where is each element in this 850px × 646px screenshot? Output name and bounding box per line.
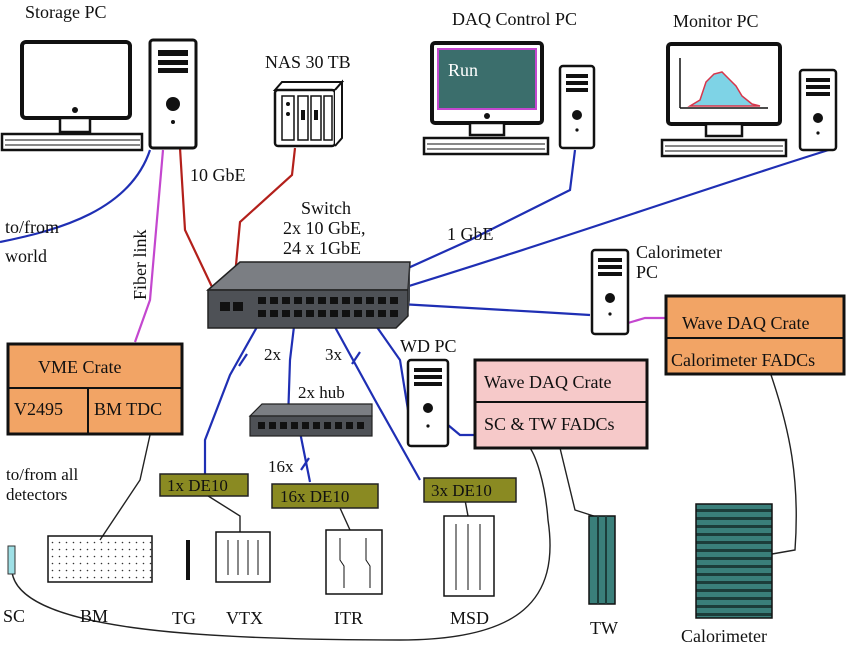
calo-pc-cable xyxy=(399,302,591,317)
calorimeter-detector xyxy=(695,503,773,619)
wave-tw-cable xyxy=(559,447,601,519)
to-from-all-2: detectors xyxy=(6,485,67,504)
switch-label-3: 24 x 1GbE xyxy=(283,238,361,258)
de10-16x-label: 16x DE10 xyxy=(280,487,349,506)
de10-boards: 1x DE10 16x DE10 3x DE10 xyxy=(159,473,517,509)
slash-16x xyxy=(300,457,310,471)
wdpc-wave-cable xyxy=(447,424,475,437)
label-16x: 16x xyxy=(268,457,294,476)
storage-pc-label: Storage PC xyxy=(25,2,107,22)
vme-v2495: V2495 xyxy=(14,399,63,419)
to-from-all-1: to/from all xyxy=(6,465,79,484)
calo-pc-label-1: Calorimeter xyxy=(636,242,722,262)
nas: NAS 30 TB xyxy=(265,52,351,148)
monitor-icon xyxy=(0,40,144,152)
bm-label: BM xyxy=(80,606,108,626)
to-from-world-1: to/from xyxy=(5,217,59,237)
tw-label: TW xyxy=(590,618,618,638)
de10-16x-board xyxy=(271,483,379,509)
hub: 2x hub xyxy=(248,383,373,437)
wave-crate-2-fadcs: Calorimeter FADCs xyxy=(671,350,815,370)
hub-de10-16-cable xyxy=(298,431,312,483)
switch-hub-cable xyxy=(286,317,297,421)
sc-wave-loop-cable xyxy=(11,447,551,641)
daq-control-cable xyxy=(354,149,577,294)
label-1gbe: 1 GbE xyxy=(447,224,494,244)
sc-detector xyxy=(7,545,16,575)
tg-label: TG xyxy=(172,608,196,628)
wave-daq-crate-sc-tw: Wave DAQ Crate SC & TW FADCs xyxy=(473,358,649,450)
tower-icon xyxy=(590,248,630,336)
nas-label: NAS 30 TB xyxy=(265,52,351,72)
msd-detector xyxy=(443,515,495,597)
calo-pc-label-2: PC xyxy=(636,262,658,282)
daq-screen xyxy=(437,48,537,110)
wave-crate-1-fadcs: SC & TW FADCs xyxy=(484,414,615,434)
itr-label: ITR xyxy=(334,608,363,628)
wd-pc-label: WD PC xyxy=(400,336,457,356)
slash-3x xyxy=(351,351,361,365)
tower-icon xyxy=(558,64,596,150)
monitor-cable xyxy=(369,146,836,300)
switch-label-2: 2x 10 GbE, xyxy=(283,218,366,238)
label-2x: 2x xyxy=(264,345,282,364)
vme-bm-tdc: BM TDC xyxy=(94,399,162,419)
world-link xyxy=(0,149,152,244)
calorimeter-label: Calorimeter xyxy=(681,626,767,646)
tg-detector xyxy=(186,540,190,580)
label-3x: 3x xyxy=(325,345,343,364)
wd-pc: WD PC xyxy=(400,336,457,448)
vtx-detector xyxy=(215,531,271,583)
bm-detector xyxy=(47,535,153,583)
fiber-link-cable xyxy=(133,149,165,343)
tw-detector xyxy=(588,515,616,605)
vme-crate-title: VME Crate xyxy=(38,357,121,377)
network-labels: 10 GbE 1 GbE to/from world Fiber link 2x… xyxy=(5,165,494,504)
storage-10gbe-cable xyxy=(178,147,223,309)
detectors xyxy=(7,503,773,619)
slash-2x xyxy=(238,353,248,367)
daq-screen-run: Run xyxy=(448,60,478,80)
calopc-wave-cable xyxy=(627,316,666,325)
vme-bm-cable xyxy=(99,434,151,541)
label-10gbe: 10 GbE xyxy=(190,165,246,185)
vtx-label: VTX xyxy=(226,608,263,628)
sc-label: SC xyxy=(3,606,25,626)
de10-1x-board xyxy=(159,473,249,497)
switch-label-1: Switch xyxy=(301,198,351,218)
daq-control-pc-label: DAQ Control PC xyxy=(452,9,577,29)
wave-daq-crate-calorimeter: Wave DAQ Crate Calorimeter FADCs xyxy=(664,294,846,376)
switch-de10-1-cable xyxy=(203,317,263,478)
de10-3x-label: 3x DE10 xyxy=(431,481,492,500)
itr-detector xyxy=(325,529,383,595)
de10-vtx-cable xyxy=(204,493,241,532)
daq-control-pc: DAQ Control PC Run xyxy=(422,9,596,156)
storage-pc: Storage PC xyxy=(0,2,198,152)
wave-crate-2-title: Wave DAQ Crate xyxy=(682,313,810,333)
tower-icon xyxy=(406,358,450,448)
histogram-icon xyxy=(679,58,768,109)
calorimeter-pc: Calorimeter PC xyxy=(590,242,722,336)
switch-de10-3-cable xyxy=(329,317,421,481)
hub-label: 2x hub xyxy=(298,383,345,402)
network-switch: Switch 2x 10 GbE, 24 x 1GbE xyxy=(206,198,411,329)
de10-itr-cable xyxy=(339,507,351,531)
fiber-link-label: Fiber link xyxy=(130,230,150,301)
msd-label: MSD xyxy=(450,608,489,628)
wave-calo-cable xyxy=(769,371,797,555)
de10-3x-board xyxy=(423,477,517,503)
wave-crate-1-title: Wave DAQ Crate xyxy=(484,372,612,392)
tower-icon xyxy=(148,38,198,150)
to-from-world-2: world xyxy=(5,246,47,266)
monitor-pc-label: Monitor PC xyxy=(673,11,759,31)
tower-icon xyxy=(798,68,838,152)
monitor-pc: Monitor PC xyxy=(660,11,838,158)
de10-1x-label: 1x DE10 xyxy=(167,476,228,495)
vme-crate: VME Crate V2495 BM TDC xyxy=(6,342,184,436)
detector-labels: SC BM TG VTX ITR MSD TW Calorimeter xyxy=(3,606,767,646)
